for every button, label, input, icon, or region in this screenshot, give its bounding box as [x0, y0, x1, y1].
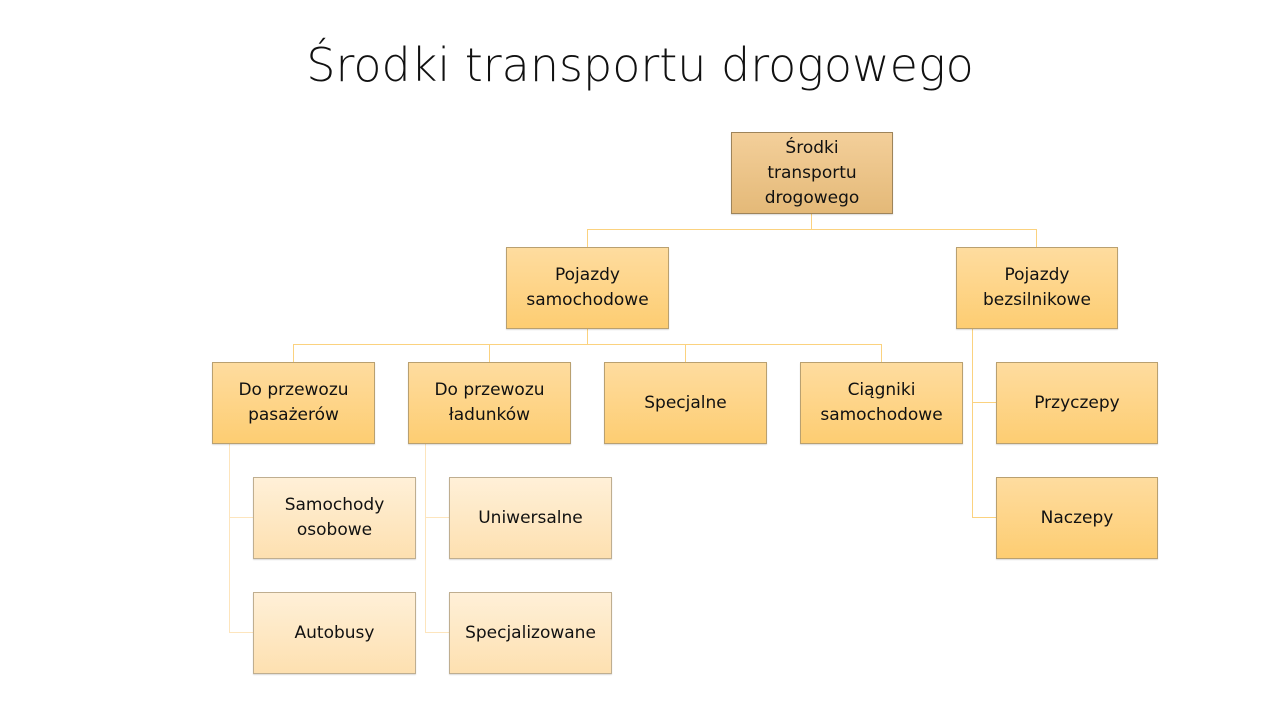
node-label: Ciągniki samochodowe: [820, 380, 943, 425]
node-do-przewozu-pasazerow: Do przewozu pasażerów: [212, 362, 375, 444]
node-naczepy: Naczepy: [996, 477, 1158, 559]
connector: [425, 443, 426, 633]
node-label: Środki transportu drogowego: [764, 137, 860, 208]
node-przyczepy: Przyczepy: [996, 362, 1158, 444]
connector: [972, 402, 996, 403]
node-root: Środki transportu drogowego: [731, 132, 893, 214]
connector: [229, 443, 230, 633]
node-label: Specjalizowane: [465, 622, 596, 643]
connector: [972, 517, 996, 518]
node-ciagniki-samochodowe: Ciągniki samochodowe: [800, 362, 963, 444]
node-do-przewozu-ladunkow: Do przewozu ładunków: [408, 362, 571, 444]
connector: [881, 344, 882, 362]
node-label: Pojazdy samochodowe: [526, 265, 649, 310]
connector: [425, 517, 449, 518]
connector: [293, 344, 881, 345]
node-label: Uniwersalne: [478, 507, 583, 528]
node-label: Przyczepy: [1034, 392, 1120, 413]
slide-title: Środki transportu drogowego: [306, 38, 974, 92]
connector: [489, 344, 490, 362]
node-label: Autobusy: [294, 622, 375, 643]
connector: [972, 328, 973, 518]
node-uniwersalne: Uniwersalne: [449, 477, 612, 559]
node-samochody-osobowe: Samochody osobowe: [253, 477, 416, 559]
connector: [811, 213, 812, 230]
node-label: Pojazdy bezsilnikowe: [983, 265, 1091, 310]
connector: [425, 632, 449, 633]
node-label: Do przewozu ładunków: [434, 380, 545, 425]
node-label: Specjalne: [644, 392, 727, 413]
node-specjalne: Specjalne: [604, 362, 767, 444]
connector: [229, 632, 253, 633]
connector: [293, 344, 294, 362]
node-pojazdy-samochodowe: Pojazdy samochodowe: [506, 247, 669, 329]
node-autobusy: Autobusy: [253, 592, 416, 674]
node-pojazdy-bezsilnikowe: Pojazdy bezsilnikowe: [956, 247, 1118, 329]
connector: [685, 344, 686, 362]
connector: [229, 517, 253, 518]
node-label: Samochody osobowe: [284, 495, 385, 540]
node-specjalizowane: Specjalizowane: [449, 592, 612, 674]
node-label: Naczepy: [1040, 507, 1114, 528]
connector: [1036, 229, 1037, 247]
connector: [587, 229, 588, 247]
connector: [587, 229, 1037, 230]
connector: [587, 328, 588, 345]
node-label: Do przewozu pasażerów: [238, 380, 349, 425]
